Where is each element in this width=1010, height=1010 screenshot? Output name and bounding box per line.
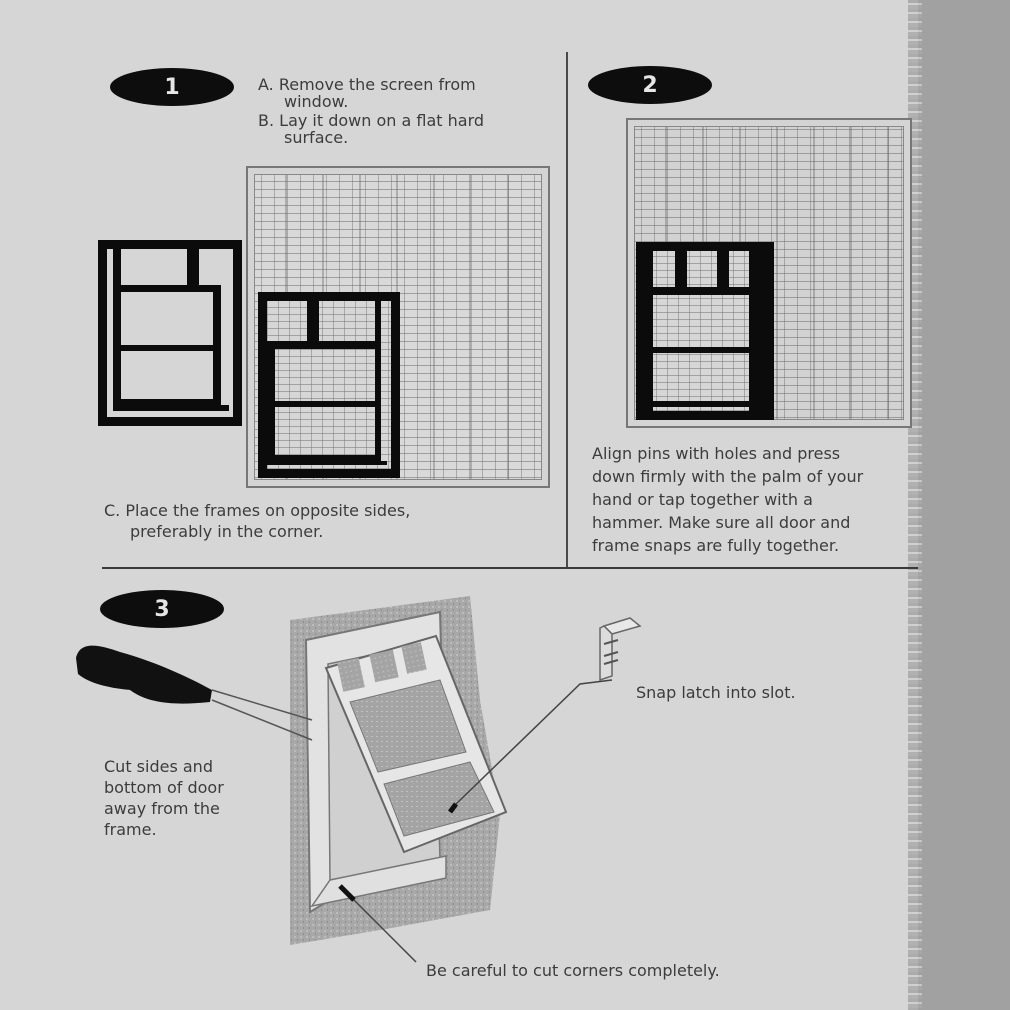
step-number: 1 xyxy=(164,74,180,100)
instruction-line: frame. xyxy=(104,820,157,839)
instruction-line: down firmly with the palm of your xyxy=(592,467,864,486)
door-frame-illustration xyxy=(98,240,242,426)
utility-knife-icon xyxy=(76,645,212,704)
instruction-a: A. Remove the screen from xyxy=(258,75,476,94)
instruction-line: bottom of door xyxy=(104,778,224,797)
step-2-instructions: Align pins with holes and press down fir… xyxy=(592,442,863,557)
step-1-instructions-ab: A. Remove the screen from window. B. Lay… xyxy=(258,74,484,148)
latch-icon xyxy=(599,617,642,682)
corners-instruction: Be careful to cut corners completely. xyxy=(426,961,720,980)
step-1-instruction-c: C. Place the frames on opposite sides, p… xyxy=(104,500,410,542)
scan-margin-shadow xyxy=(908,0,1010,1010)
step-number: 3 xyxy=(154,596,170,622)
instruction-line: hammer. Make sure all door and xyxy=(592,513,851,532)
instruction-b-cont: surface. xyxy=(284,128,349,147)
instruction-a-cont: window. xyxy=(284,92,349,111)
latch-instruction: Snap latch into slot. xyxy=(636,683,796,702)
instruction-c-cont: preferably in the corner. xyxy=(130,522,324,541)
instruction-line: Align pins with holes and press xyxy=(592,444,841,463)
door-frame-on-screen-illustration xyxy=(258,292,400,478)
step-2-badge: 2 xyxy=(588,66,712,104)
vertical-divider xyxy=(566,52,568,568)
door-flap-icon xyxy=(324,634,508,854)
cut-instructions: Cut sides and bottom of door away from t… xyxy=(104,756,224,840)
horizontal-divider xyxy=(102,567,918,569)
instruction-line: Cut sides and xyxy=(104,757,213,776)
pressed-frame-illustration xyxy=(636,242,774,420)
instruction-c: C. Place the frames on opposite sides, xyxy=(104,501,411,520)
step-1-badge: 1 xyxy=(110,68,234,106)
step-3-badge: 3 xyxy=(100,590,224,628)
instruction-line: hand or tap together with a xyxy=(592,490,813,509)
instruction-line: away from the xyxy=(104,799,220,818)
instruction-line: frame snaps are fully together. xyxy=(592,536,840,555)
instruction-b: B. Lay it down on a flat hard xyxy=(258,111,485,130)
step-number: 2 xyxy=(642,72,658,98)
